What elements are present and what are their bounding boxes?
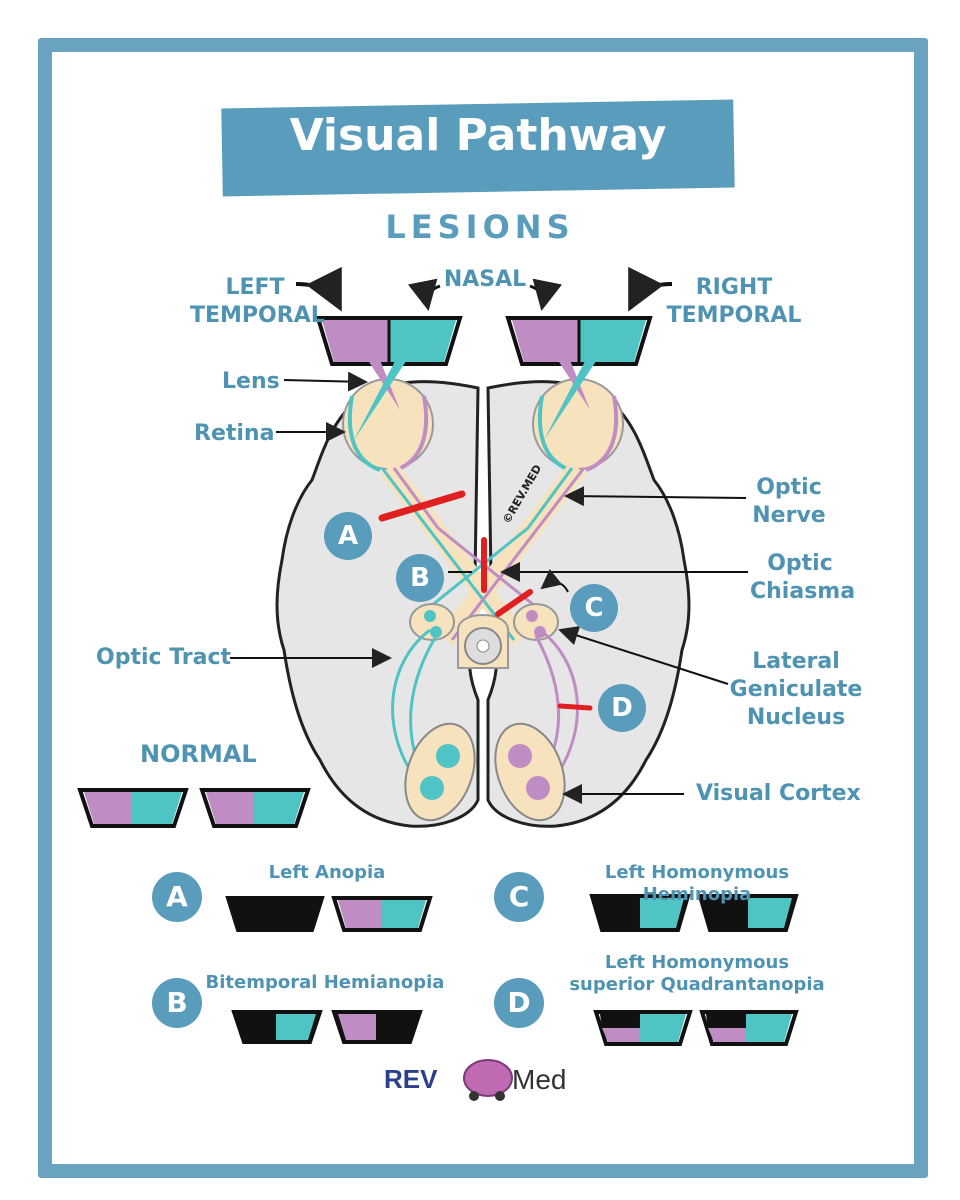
label-visual-cortex: Visual Cortex	[696, 781, 861, 806]
legend-a-name: Left Anopia	[268, 862, 386, 883]
lesion-b-left-field	[231, 1010, 323, 1044]
lesion-c-right-field	[697, 894, 799, 932]
marker-b: B	[396, 554, 444, 602]
page-frame	[38, 38, 928, 1178]
lesion-c-mark	[495, 589, 533, 617]
label-optic-tract: Optic Tract	[96, 645, 232, 670]
normal-left-field	[77, 788, 189, 828]
normal-label: NORMAL	[140, 740, 257, 768]
logo-text-med: Med	[512, 1064, 567, 1095]
legend-a-badge: A	[152, 872, 202, 922]
legend-d-badge: D	[494, 978, 544, 1028]
left-eyeball	[342, 378, 434, 470]
page-title: Visual Pathway	[289, 110, 667, 161]
label-lgn: Lateral Geniculate Nucleus	[729, 649, 863, 730]
logo-text-rev: REV	[384, 1064, 438, 1094]
normal-right-field	[199, 788, 311, 828]
lesion-a-right-field	[331, 896, 433, 932]
marker-d: D	[598, 684, 646, 732]
label-retina: Retina	[194, 421, 275, 446]
lesion-b-right-field	[331, 1010, 423, 1044]
lesion-d-mark	[557, 703, 593, 711]
lesion-d-right-field	[699, 1010, 799, 1046]
legend-d-name: Left Homonymous superior Quadrantanopia	[569, 952, 825, 995]
lesion-d-left-field	[593, 1010, 693, 1046]
label-right-temporal: RIGHT TEMPORAL	[666, 275, 802, 328]
left-visual-cortex	[404, 722, 476, 822]
label-left-temporal: LEFT TEMPORAL	[190, 275, 325, 328]
legend-c-badge: C	[494, 872, 544, 922]
lesion-a-mark	[378, 490, 466, 522]
page-subtitle: LESIONS	[385, 208, 575, 246]
label-nasal: NASAL	[443, 267, 527, 292]
legend-b-badge: B	[152, 978, 202, 1028]
label-lens: Lens	[222, 369, 280, 394]
midbrain	[457, 614, 509, 669]
legend-b-name: Bitemporal Hemianopia	[205, 972, 445, 993]
logo-brain-icon	[463, 1059, 513, 1101]
marker-c: C	[570, 584, 618, 632]
left-eye-visual-field	[315, 316, 463, 366]
right-lgn	[513, 603, 559, 641]
right-optic-nerve	[438, 461, 586, 647]
label-optic-nerve: Optic Nerve	[752, 475, 826, 528]
right-eyeball	[532, 378, 624, 470]
revmed-logo: REV Med	[380, 1058, 580, 1102]
lesion-c-left-field	[589, 894, 691, 932]
marker-a: A	[324, 512, 372, 560]
right-eye-visual-field	[505, 316, 653, 366]
label-optic-chiasma: Optic Chiasma	[750, 551, 856, 604]
legend-c-name: Left Homonymous Heminopia	[604, 862, 790, 905]
lesion-a-left-field	[225, 896, 325, 932]
